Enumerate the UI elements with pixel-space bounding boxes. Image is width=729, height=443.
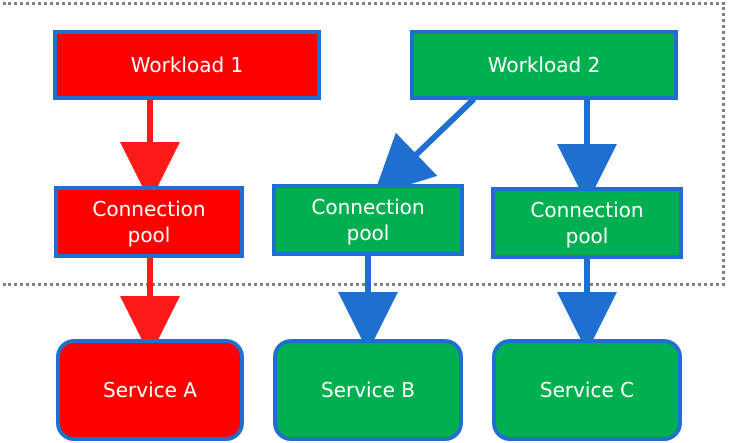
pool-1-line1: Connection xyxy=(92,197,206,221)
workload-1-label: Workload 1 xyxy=(130,53,244,77)
workload-1-box: Workload 1 xyxy=(53,30,321,100)
pool-2-line1: Connection xyxy=(311,195,425,219)
pool-2-text: Connection pool xyxy=(311,194,424,246)
pool-1-text: Connection pool xyxy=(92,196,205,248)
service-c-label: Service C xyxy=(539,378,635,402)
pool-2-line2: pool xyxy=(346,221,390,245)
service-c-box: Service C xyxy=(492,339,682,441)
pool-1-line2: pool xyxy=(127,223,171,247)
service-b-box: Service B xyxy=(273,339,463,441)
connection-pool-2: Connection pool xyxy=(272,184,464,256)
pool-3-line2: pool xyxy=(565,224,609,248)
workload-boundary xyxy=(3,2,725,286)
arrow-workload2-pool2 xyxy=(373,96,477,196)
pool-3-line1: Connection xyxy=(530,198,644,222)
connection-pool-1: Connection pool xyxy=(54,186,244,258)
workload-2-label: Workload 2 xyxy=(487,53,601,77)
service-a-label: Service A xyxy=(103,378,197,402)
connection-pool-3: Connection pool xyxy=(491,187,683,259)
workload-2-box: Workload 2 xyxy=(410,30,678,100)
service-b-label: Service B xyxy=(321,378,415,402)
service-a-box: Service A xyxy=(56,339,244,441)
pool-3-text: Connection pool xyxy=(530,197,643,249)
